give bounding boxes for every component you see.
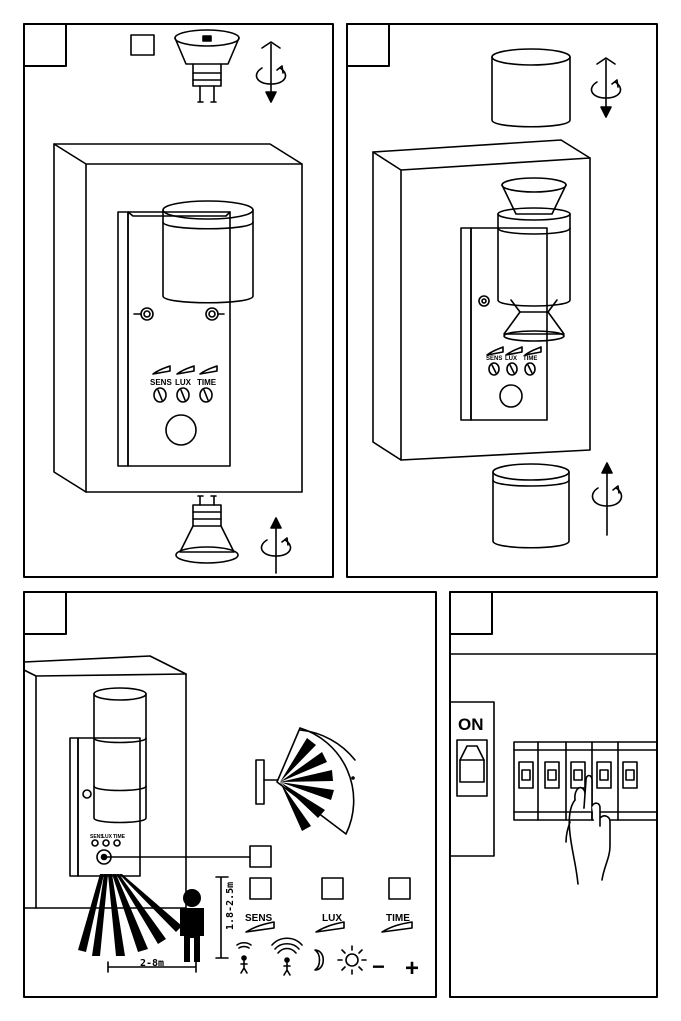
height-dimension-label: 1.8-2.5m	[225, 882, 236, 930]
rotate-arrow-icon	[256, 42, 285, 102]
detection-fan	[256, 728, 355, 834]
panel-4: ON	[450, 592, 657, 997]
time-control: TIME	[382, 878, 412, 932]
callout-box	[131, 35, 154, 55]
sens-label: SENS	[486, 356, 502, 362]
lamp-housing	[118, 201, 253, 466]
callout-box	[250, 846, 271, 867]
panel-2-number-box	[347, 24, 389, 66]
panel-4-frame	[450, 592, 657, 997]
panel-3: SENS LUX TIME 1.8-2.5m 2-	[24, 592, 436, 997]
sens-label: SENS	[150, 378, 172, 387]
lux-label: LUX	[505, 356, 517, 362]
height-dimension: 1.8-2.5m	[216, 877, 236, 958]
detection-beams	[78, 874, 182, 956]
wall-box	[54, 144, 302, 492]
lux-control: LUX	[316, 878, 344, 932]
lamp-cover-bottom	[493, 464, 569, 548]
panel-4-number-box	[450, 592, 492, 634]
panel-1: SENS LUX TIME	[24, 24, 333, 577]
gu10-bulb-bottom	[176, 496, 238, 563]
panel-2: SENS LUX TIME	[347, 24, 657, 577]
lamp-cover-top	[492, 49, 570, 127]
person-figure	[180, 889, 204, 962]
range-dimension: 2-8m	[108, 958, 196, 972]
moon-icon	[315, 950, 323, 970]
time-label: TIME	[197, 378, 217, 387]
main-switch: ON	[450, 702, 494, 856]
rotate-arrow-icon	[591, 58, 620, 117]
time-label: TIME	[523, 356, 537, 362]
lux-label: LUX	[102, 834, 113, 840]
lamp-housing: SENS LUX TIME	[70, 688, 271, 876]
hand-pointing	[566, 776, 610, 885]
control-knobs: SENS LUX TIME	[150, 366, 217, 445]
pir-sensor	[500, 385, 522, 407]
minus-icon: −	[372, 954, 385, 979]
rotate-arrow-icon	[592, 463, 621, 535]
gu10-bulb-top	[131, 30, 239, 102]
rotate-arrow-icon	[261, 518, 290, 573]
sensitivity-icons	[237, 938, 302, 975]
sun-icon	[338, 946, 366, 974]
switch-on-label: ON	[458, 715, 484, 734]
wall-box	[24, 656, 186, 908]
panel-3-number-box	[24, 592, 66, 634]
time-label: TIME	[113, 834, 126, 840]
lux-label: LUX	[175, 378, 192, 387]
lamp-housing	[461, 178, 570, 420]
plus-icon: +	[405, 955, 419, 982]
sens-knob-label: SENS	[245, 913, 273, 924]
sens-control: SENS	[245, 878, 274, 932]
range-dimension-label: 2-8m	[140, 958, 164, 969]
control-knobs: SENS LUX TIME	[486, 347, 541, 407]
panel-1-number-box	[24, 24, 66, 66]
pir-sensor	[166, 415, 196, 445]
